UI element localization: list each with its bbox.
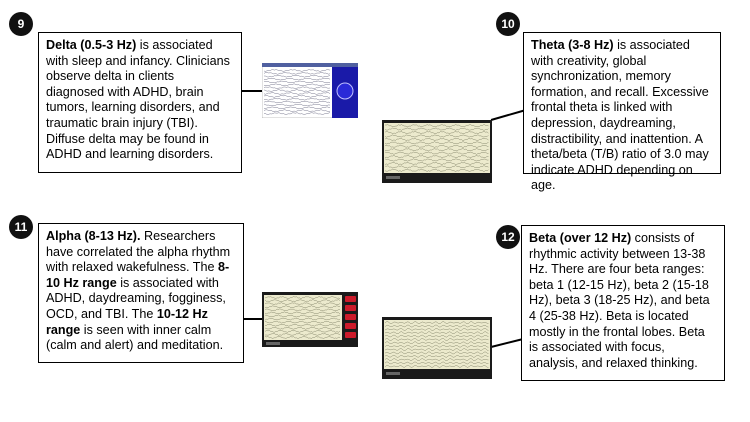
beta-connector — [490, 338, 522, 348]
card-heading-text: Theta (3-8 Hz) — [531, 38, 614, 52]
step-badge-9: 9 — [9, 12, 33, 36]
card-body-text: consists of rhythmic activity between 13… — [529, 231, 710, 370]
theta-eeg-screenshot — [382, 120, 492, 183]
card-heading-text: 8-10 Hz range — [46, 260, 230, 290]
card-body-text: is seen with inner calm (calm and alert)… — [46, 322, 224, 353]
card-body-text: is associated with ADHD, daydreaming, fo… — [46, 275, 226, 321]
alpha-connector — [244, 318, 264, 320]
card-heading-text: Delta (0.5-3 Hz) — [46, 38, 137, 52]
step-badge-12: 12 — [496, 225, 520, 249]
step-badge-10: 10 — [496, 12, 520, 36]
delta-connector — [242, 90, 264, 92]
card-body-text: Researchers have correlated the alpha rh… — [46, 229, 231, 275]
alpha-card: Alpha (8-13 Hz). Researchers have correl… — [38, 223, 244, 363]
beta-eeg-screenshot — [382, 317, 492, 379]
card-body-text: is associated with creativity, global sy… — [531, 38, 709, 193]
theta-card: Theta (3-8 Hz) is associated with creati… — [523, 32, 721, 192]
card-heading-text: Beta (over 12 Hz) — [529, 231, 632, 245]
delta-card: Delta (0.5-3 Hz) is associated with slee… — [38, 32, 242, 173]
card-heading-text: 10-12 Hz range — [46, 306, 208, 337]
beta-card: Beta (over 12 Hz) consists of rhythmic a… — [521, 225, 725, 381]
card-body-text: is associated with sleep and infancy. Cl… — [46, 38, 230, 162]
alpha-eeg-screenshot — [262, 292, 358, 347]
theta-connector — [490, 109, 524, 121]
delta-eeg-screenshot — [262, 63, 358, 118]
step-badge-11: 11 — [9, 215, 33, 239]
card-heading-text: Alpha (8-13 Hz). — [46, 229, 141, 243]
